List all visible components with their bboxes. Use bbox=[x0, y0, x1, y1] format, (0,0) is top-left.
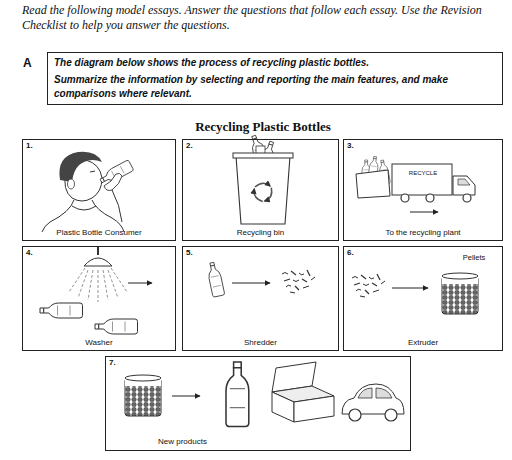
wheel bbox=[385, 409, 397, 421]
wheel bbox=[463, 194, 471, 202]
process-panel: 6. PelletsExtruder bbox=[343, 246, 503, 351]
step-label: Shredder bbox=[183, 338, 338, 347]
task-text: The diagram below shows the process of r… bbox=[54, 56, 496, 70]
direction-arrow bbox=[232, 283, 270, 284]
shower-head bbox=[84, 258, 112, 266]
process-panel: 4. Washer bbox=[22, 246, 176, 351]
plastic-flakes bbox=[282, 270, 315, 293]
new-products bbox=[125, 362, 404, 427]
step-number: 1. bbox=[26, 141, 33, 150]
step-label: Washer bbox=[23, 338, 175, 347]
step-label: Extruder bbox=[344, 338, 502, 347]
step-number: 3. bbox=[347, 141, 354, 150]
wheel bbox=[349, 409, 361, 421]
recycling-truck bbox=[356, 156, 475, 212]
process-panel: 3. RECYCLE To the recycling plant bbox=[343, 139, 503, 241]
direction-arrow bbox=[410, 212, 438, 213]
step-number: 2. bbox=[186, 141, 193, 150]
new-bottle bbox=[226, 362, 249, 427]
recycle-arrow bbox=[264, 188, 275, 203]
bottle bbox=[206, 262, 225, 298]
step-label: To the recycling plant bbox=[344, 228, 502, 237]
hair bbox=[59, 152, 102, 182]
water-spray bbox=[69, 268, 127, 302]
truck-container bbox=[392, 164, 452, 195]
step-label: New products bbox=[158, 437, 207, 446]
process-panel: 2. Recycling bin bbox=[182, 139, 339, 241]
step-number: 5. bbox=[186, 248, 193, 257]
toy-car-window bbox=[358, 388, 392, 398]
recycling-bin bbox=[233, 134, 293, 224]
step-number: 4. bbox=[26, 248, 33, 257]
cardboard-box bbox=[356, 170, 390, 198]
wheel bbox=[401, 194, 409, 202]
pellet-jar bbox=[125, 375, 161, 416]
truck-window bbox=[458, 179, 470, 185]
shredder bbox=[206, 262, 315, 298]
plastic-flakes bbox=[352, 274, 385, 297]
direction-arrow bbox=[172, 396, 200, 397]
bottle bbox=[40, 303, 83, 318]
truck-cab bbox=[453, 176, 475, 195]
process-panel: 1. Plastic Bottle Consumer bbox=[22, 139, 176, 241]
recycle-arrow bbox=[255, 183, 270, 187]
instruction-text: Read the following model essays. Answer … bbox=[22, 3, 510, 33]
step-number: 6. bbox=[347, 248, 354, 257]
wheel bbox=[426, 194, 434, 202]
container-front bbox=[272, 392, 294, 422]
bin-rim bbox=[233, 153, 293, 158]
process-panel: 7. New products bbox=[105, 356, 411, 451]
task-box: The diagram below shows the process of r… bbox=[47, 52, 503, 105]
eye bbox=[90, 171, 95, 172]
hand bbox=[104, 173, 122, 190]
process-panel: 5. Shredder bbox=[182, 246, 339, 351]
extruder bbox=[352, 273, 478, 314]
recycle-symbol bbox=[252, 183, 275, 203]
truck-sign: RECYCLE bbox=[393, 170, 453, 176]
step-label: Plastic Bottle Consumer bbox=[23, 228, 175, 237]
shoulders bbox=[42, 200, 124, 232]
toy-car-body bbox=[342, 384, 404, 414]
recycle-arrow bbox=[252, 188, 263, 203]
bottle bbox=[95, 319, 138, 334]
bin-body bbox=[236, 156, 290, 224]
shower-pipe bbox=[97, 247, 99, 255]
step-label: Recycling bin bbox=[183, 228, 338, 237]
arm bbox=[112, 190, 122, 222]
product-label: Pellets bbox=[444, 253, 504, 262]
section-letter: A bbox=[23, 56, 32, 70]
container-side bbox=[294, 396, 334, 422]
direction-arrow bbox=[128, 283, 152, 284]
step-number: 7. bbox=[109, 358, 116, 367]
pellet-jar bbox=[442, 273, 478, 314]
direction-arrow bbox=[392, 288, 428, 289]
diagram-title: Recycling Plastic Bottles bbox=[100, 119, 426, 135]
consumer-figure bbox=[42, 152, 134, 232]
task-text: Summarize the information by selecting a… bbox=[54, 73, 496, 101]
ear bbox=[68, 179, 75, 189]
washer bbox=[40, 247, 152, 334]
